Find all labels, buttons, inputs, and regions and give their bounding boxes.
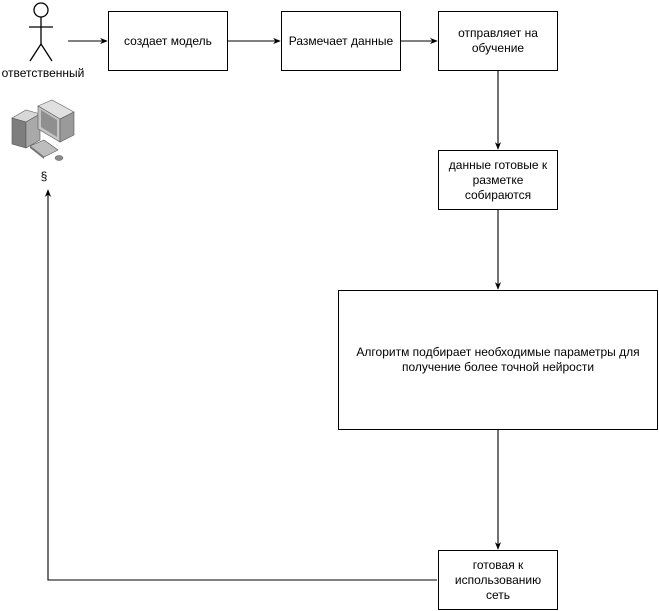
desktop-computer-icon <box>11 99 75 161</box>
connectors <box>44 37 502 581</box>
node-data-ready[interactable]: данные готовые к разметке собираются <box>438 150 558 210</box>
node-label-data[interactable]: Размечает данные <box>281 11 401 71</box>
node-ready-network[interactable]: готовая к использованию сеть <box>438 550 558 610</box>
node-create-model[interactable]: создает модель <box>108 11 228 71</box>
node-algorithm[interactable]: Алгоритм подбирает необходимые параметры… <box>338 290 658 430</box>
computer-label: § <box>40 169 48 183</box>
stick-figure-icon <box>29 2 53 62</box>
node-send-training[interactable]: отправляет на обучение <box>438 11 558 71</box>
actor-label: ответственный <box>1 66 85 80</box>
arrow-ready-to-computer <box>44 189 437 581</box>
